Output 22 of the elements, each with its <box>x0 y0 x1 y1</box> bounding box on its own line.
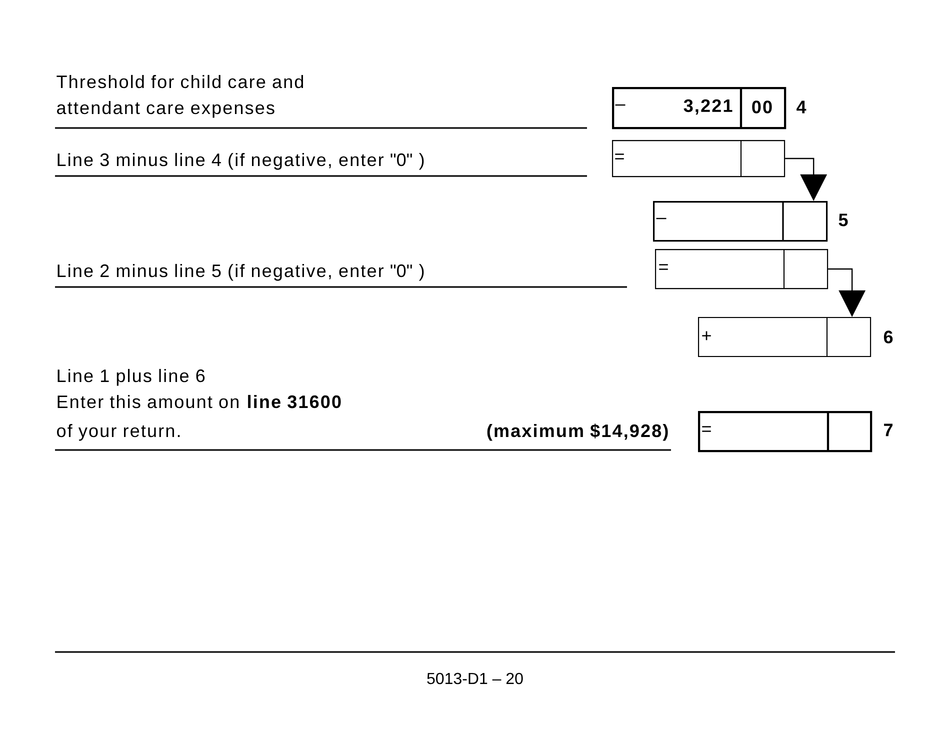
instruction-text: Threshold for child care and <box>56 74 304 88</box>
amount-box: – 3,221 00 <box>612 87 786 130</box>
page-number: 5013-D1 – 20 <box>427 672 523 684</box>
instruction-text: of your return. <box>57 424 180 441</box>
amount-box: = <box>698 411 872 452</box>
node-label: 00 <box>752 100 772 114</box>
line-number: 6 <box>884 330 893 344</box>
instruction-text: attendant care expenses <box>57 100 274 118</box>
node-label: 3,221 <box>684 99 732 115</box>
instruction-text: Line 2 minus line 5 (if negative, enter "0" ) <box>58 264 424 281</box>
line-number: 4 <box>796 100 806 114</box>
instruction-text: Line 1 plus line 6 <box>58 368 205 386</box>
instruction-text: Enter this amount on line 31600 <box>58 394 341 408</box>
node-label: – <box>615 104 626 106</box>
line-number: 7 <box>884 424 892 436</box>
amount-box: = <box>612 140 786 178</box>
line-number: 5 <box>838 214 848 226</box>
instruction-text: (maximum $14,928) <box>487 424 668 441</box>
instruction-text: Line 3 minus line 4 (if negative, enter "0" ) <box>58 152 424 170</box>
amount-box: + <box>698 317 872 358</box>
amount-box: = <box>655 249 828 290</box>
amount-box: – <box>653 201 828 242</box>
